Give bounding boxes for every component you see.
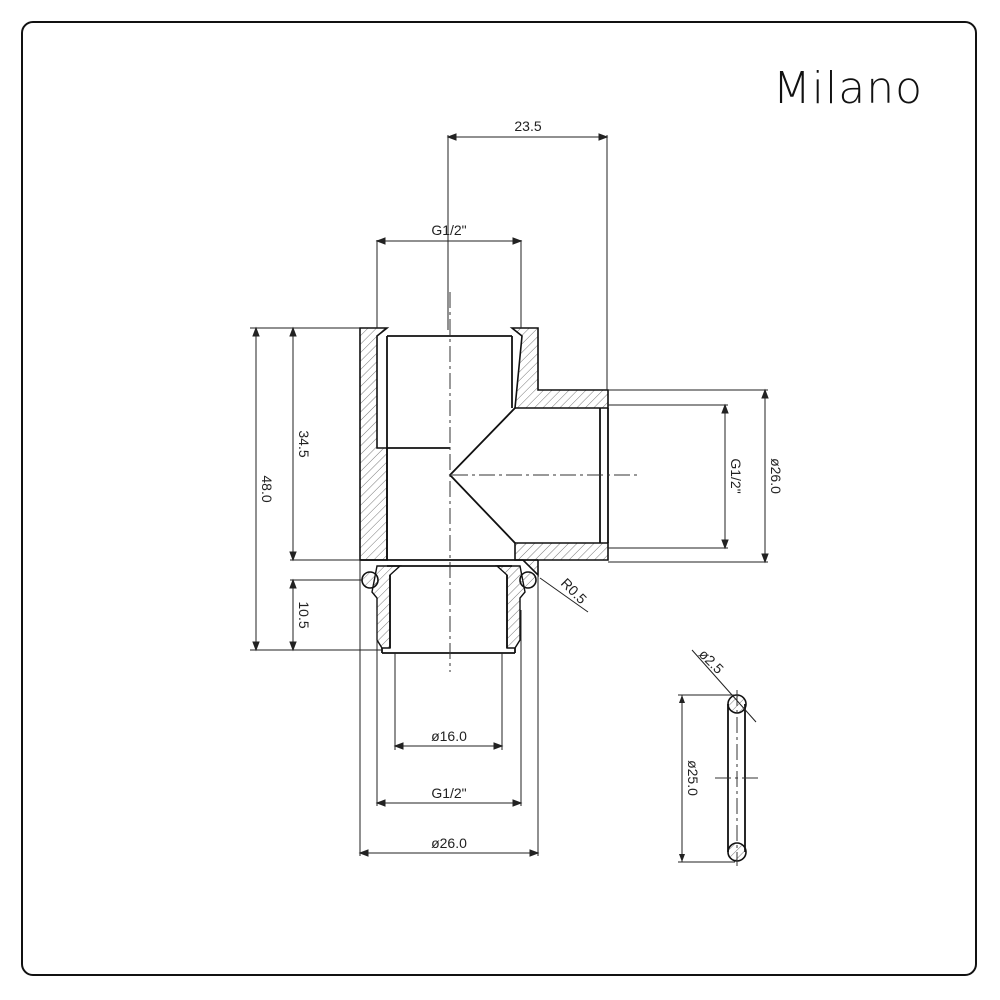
drawing-frame: Milano: [21, 21, 977, 976]
inner-contour: [360, 335, 609, 654]
dim-bottom-length: 10.5: [296, 601, 312, 628]
dimension-arrows: [252, 133, 769, 857]
o-ring-left: [361, 571, 379, 589]
brand-logo: Milano: [772, 63, 923, 114]
dim-oring-cross-section: ø2.5: [696, 646, 727, 677]
dim-bore-diameter: ø16.0: [431, 728, 467, 744]
dim-side-diameter: ø26.0: [768, 458, 784, 494]
tee-body: [359, 327, 609, 649]
center-axes: [449, 292, 640, 672]
dim-top-thread: G1/2": [431, 222, 466, 238]
o-ring-right: [519, 571, 537, 589]
dim-bottom-thread: G1/2": [431, 785, 466, 801]
dim-oring-diameter: ø25.0: [685, 760, 701, 796]
o-ring-detail: [678, 649, 760, 866]
lower-branch-wall: [514, 542, 609, 577]
dim-branch-offset: 23.5: [514, 118, 541, 134]
dim-inner-height: 34.5: [296, 430, 312, 457]
o-ring-section: [361, 571, 537, 589]
dim-total-height: 48.0: [259, 475, 275, 502]
left-wall: [359, 327, 390, 561]
dim-outer-diameter: ø26.0: [431, 835, 467, 851]
upper-right-wall: [509, 327, 609, 409]
dimension-lines: [250, 135, 768, 856]
dim-side-thread: G1/2": [728, 458, 744, 493]
